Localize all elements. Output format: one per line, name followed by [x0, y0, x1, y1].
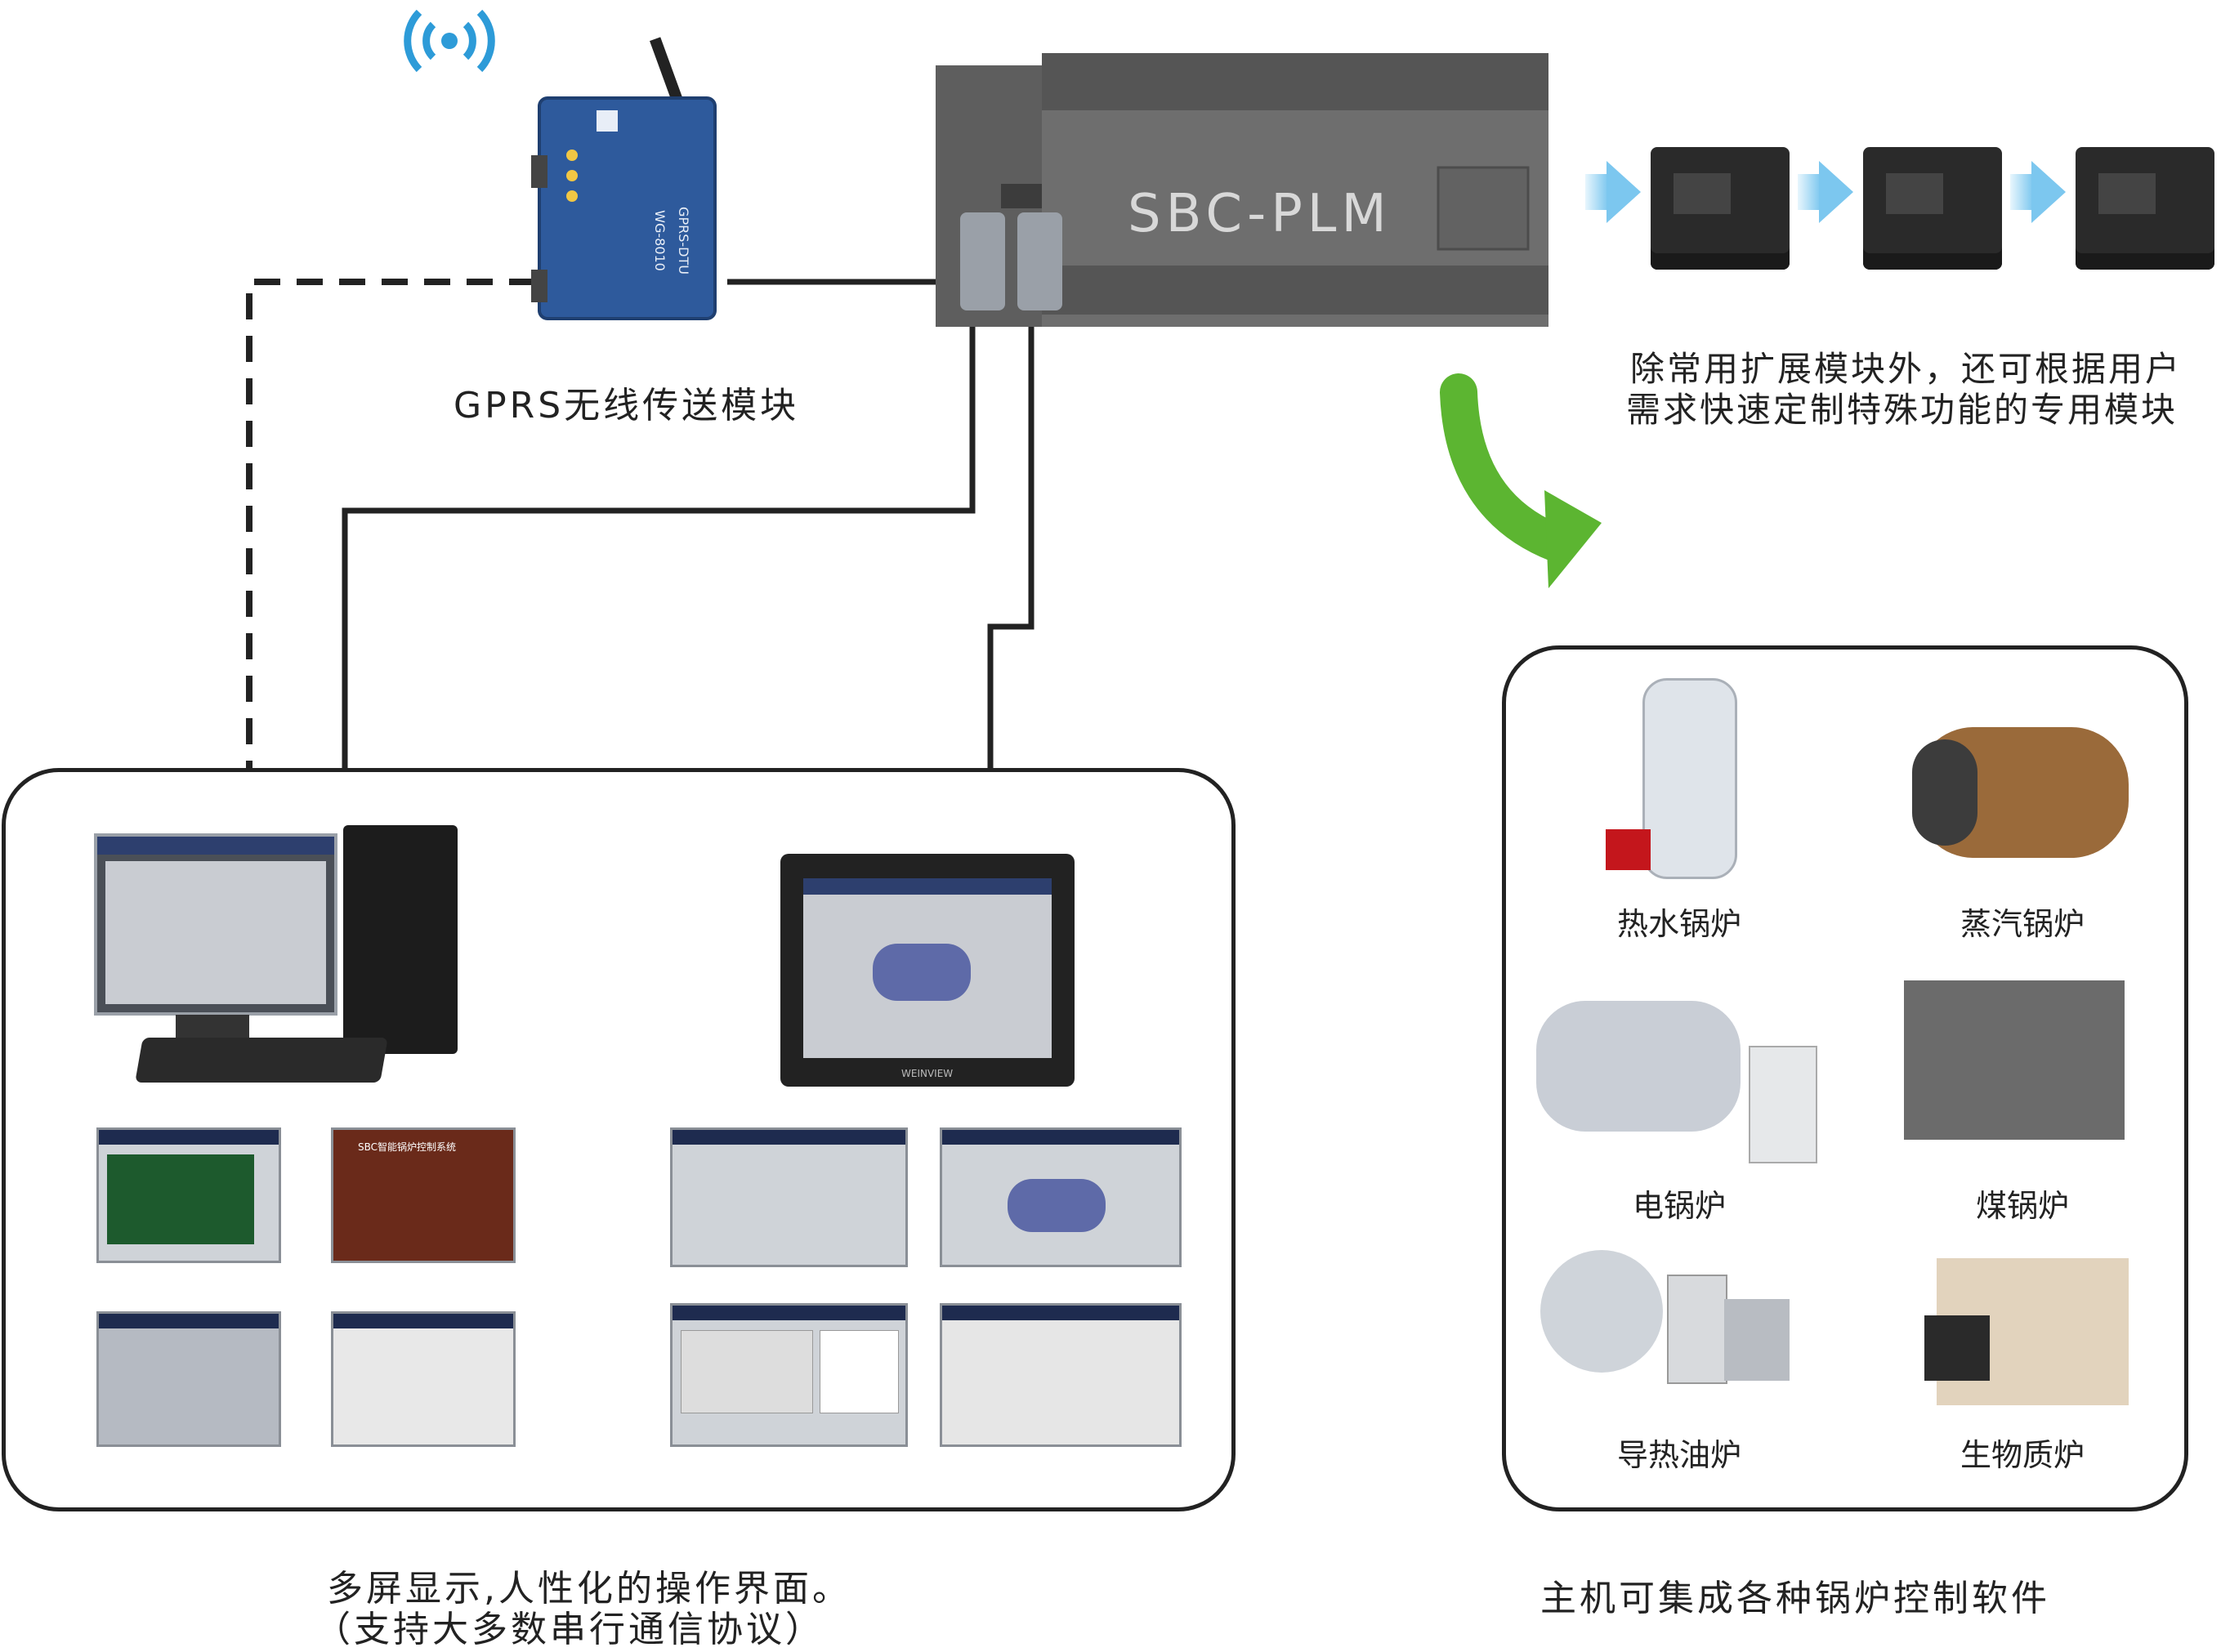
dtu-name-label: GPRS-DTU: [675, 207, 691, 275]
blue-arrow-2: [1819, 161, 1853, 223]
thumb-alarm-list: [940, 1303, 1182, 1447]
thumb-data-table: [331, 1311, 516, 1447]
thumb-steam-monitor: [940, 1127, 1182, 1267]
gprs-caption: GPRS无线传送模块: [454, 385, 800, 426]
expansion-note-line2: 需求快速定制特殊功能的专用模块: [1626, 390, 2179, 430]
wireless-signal-icon: [396, 0, 503, 82]
monitor-screen: [105, 861, 326, 1004]
boiler-image-electric: [1536, 1001, 1741, 1132]
hmi-screen-title-bar: [803, 878, 1052, 895]
thumb-history-table: [820, 1330, 899, 1413]
boiler-label-steam: 蒸汽锅炉: [1960, 906, 2085, 942]
thumb-splash: SBC智能锅炉控制系统: [331, 1127, 516, 1263]
boiler-label-biomass: 生物质炉: [1960, 1437, 2085, 1473]
plc-pc-line: [342, 306, 976, 821]
hmi-boiler-graphic: [873, 944, 971, 1001]
blue-arrow-3: [2031, 161, 2066, 223]
plc-hmi-line: [987, 306, 1035, 858]
expansion-module-2: [1863, 147, 2002, 270]
thumb-header: [673, 1306, 905, 1320]
plc-main-unit: SBC-PLM: [927, 29, 1557, 331]
boiler-label-electric: 电锅炉: [1632, 1188, 1726, 1224]
thumb-boiler-graphic: [1008, 1179, 1106, 1232]
hmi-touch-panel: WEINVIEW: [780, 854, 1075, 1087]
thumb-manual-control: [670, 1127, 908, 1267]
plc-label: SBC-PLM: [1128, 184, 1392, 244]
blue-arrow-stem-2: [1798, 174, 1821, 210]
boiler-cabinet-thermal-oil: [1667, 1275, 1727, 1384]
thumb-history-curve: [670, 1303, 908, 1447]
boiler-label-thermal-oil: 导热油炉: [1616, 1437, 1741, 1473]
monitor-stand: [176, 1015, 249, 1039]
blue-arrow-1: [1607, 161, 1641, 223]
pc-monitor: [94, 833, 337, 1016]
expansion-module-3: [2076, 147, 2214, 270]
boiler-image-hot-water: [1642, 678, 1737, 879]
boiler-image-coal: [1904, 980, 2125, 1140]
boiler-burner-hot-water: [1606, 829, 1651, 870]
trend-area: [107, 1154, 254, 1244]
gprs-dtu-device: WG-8010 GPRS-DTU: [531, 33, 735, 327]
thumb-header: [942, 1306, 1179, 1320]
expansion-module-1: [1651, 147, 1790, 270]
hmi-caption-line2: （支持大多数串行通信协议）: [315, 1609, 824, 1650]
boiler-door-biomass: [1924, 1315, 1990, 1381]
dtu-model-label: WG-8010: [651, 210, 668, 271]
thumb-splash-title: SBC智能锅炉控制系统: [358, 1141, 457, 1153]
thumb-header: [99, 1130, 279, 1145]
thumb-header: [942, 1130, 1179, 1145]
green-arrow-head: [1544, 490, 1602, 588]
monitor-title-bar: [97, 837, 334, 855]
thumb-trend-chart: [96, 1127, 281, 1263]
thumb-header: [333, 1314, 513, 1328]
keyboard: [135, 1038, 388, 1083]
green-arrow-curve: [1440, 373, 1575, 562]
hmi-screen: [803, 878, 1052, 1058]
pc-tower: [343, 825, 458, 1054]
boiler-piping-thermal-oil: [1724, 1299, 1790, 1381]
boiler-image-thermal-oil: [1540, 1250, 1663, 1373]
hmi-caption-line1: 多屏显示,人性化的操作界面。: [327, 1568, 851, 1610]
blue-arrow-stem-1: [1585, 174, 1608, 210]
boiler-label-coal: 煤锅炉: [1975, 1188, 2069, 1224]
hmi-brand: WEINVIEW: [901, 1068, 954, 1079]
thumb-header: [99, 1314, 279, 1328]
thumb-header: [673, 1130, 905, 1145]
thumb-multi-boiler: [96, 1311, 281, 1447]
thumb-history-grid: [681, 1330, 813, 1413]
boiler-caption: 主机可集成各种锅炉控制软件: [1540, 1578, 2050, 1619]
blue-arrow-stem-3: [2010, 174, 2033, 210]
dashed-wireless-line: [246, 279, 535, 805]
boiler-cabinet-electric: [1749, 1046, 1817, 1163]
expansion-note-line1: 除常用扩展模块外，还可根据用户: [1630, 349, 2183, 389]
boiler-front-steam: [1912, 739, 1977, 846]
boiler-label-hot-water: 热水锅炉: [1616, 906, 1741, 942]
